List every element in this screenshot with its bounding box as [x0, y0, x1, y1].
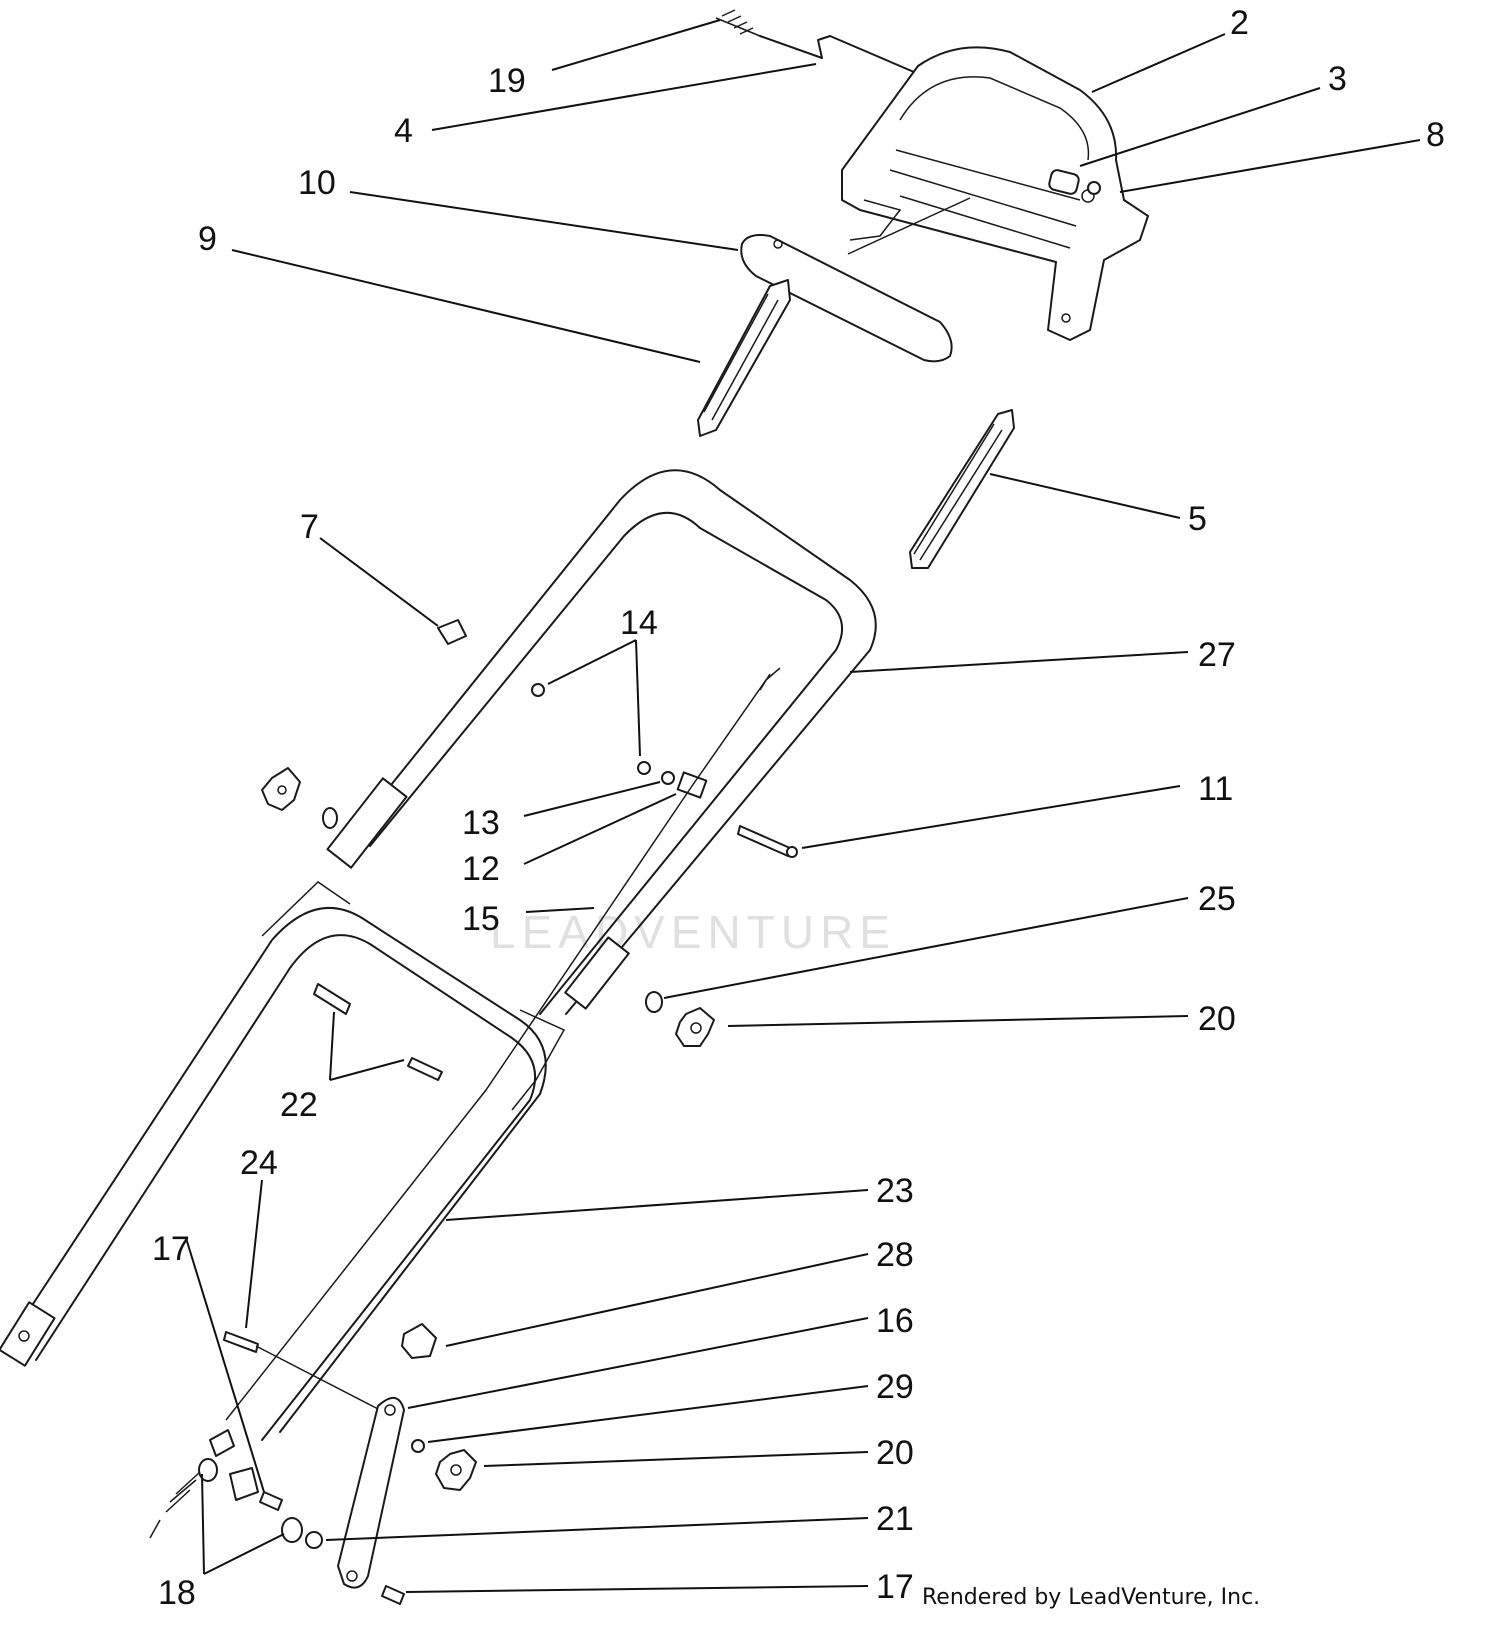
- callout-25: 25: [1198, 880, 1236, 918]
- callout-29: 29: [876, 1368, 914, 1406]
- callout-11: 11: [1198, 770, 1233, 808]
- callout-28: 28: [876, 1236, 914, 1274]
- callout-18: 18: [158, 1574, 196, 1612]
- part-19-spring: [715, 9, 761, 37]
- part-24-bolt: [223, 1331, 381, 1411]
- part-9-grip: [697, 279, 791, 437]
- leader-lines: [185, 19, 1421, 1593]
- part-18-bushing: [198, 1458, 303, 1543]
- callout-20-lower: 20: [876, 1434, 914, 1472]
- part-29-washer: [411, 1439, 425, 1453]
- part-2-handle-housing: [841, 46, 1149, 341]
- part-27-upper-handle: [326, 469, 877, 1015]
- lower-spring: [149, 1429, 259, 1539]
- part-5-grip: [909, 409, 1015, 569]
- callout-17-lower: 17: [876, 1568, 914, 1606]
- callout-10: 10: [298, 164, 336, 202]
- callout-21: 21: [876, 1500, 914, 1538]
- callout-23: 23: [876, 1172, 914, 1210]
- callout-8: 8: [1426, 116, 1445, 154]
- callout-16: 16: [876, 1302, 914, 1340]
- render-credit: Rendered by LeadVenture, Inc.: [922, 1585, 1260, 1610]
- part-7-clip: [437, 619, 467, 645]
- callout-17-upper: 17: [152, 1230, 190, 1268]
- callout-4: 4: [394, 112, 413, 150]
- part-20-knob-lower: [435, 1449, 477, 1491]
- callout-13: 13: [462, 804, 500, 842]
- callout-14: 14: [620, 604, 658, 642]
- part-17-bolt: [259, 1491, 405, 1605]
- part-28-clip: [401, 1323, 437, 1359]
- callout-3: 3: [1328, 60, 1347, 98]
- part-25-washer: [645, 991, 663, 1013]
- part-20-knob-left: [261, 767, 338, 829]
- part-22-bolt: [313, 983, 443, 1081]
- part-8-nut: [1087, 181, 1101, 195]
- part-23-lower-handle: [0, 881, 566, 1441]
- part-13-washer: [661, 771, 675, 785]
- watermark: LEADVENTURE: [490, 906, 896, 958]
- callout-19: 19: [488, 62, 526, 100]
- part-21-washer: [305, 1531, 323, 1549]
- part-16-bracket: [337, 1397, 405, 1589]
- callout-7: 7: [300, 508, 319, 546]
- callout-5: 5: [1188, 500, 1207, 538]
- part-10-bar: [740, 197, 971, 363]
- callout-20-upper: 20: [1198, 1000, 1236, 1038]
- part-14-nut: [531, 683, 651, 775]
- callout-24: 24: [240, 1144, 278, 1182]
- part-11-bolt: [737, 825, 798, 858]
- callout-12: 12: [462, 850, 500, 888]
- part-15-cable: [225, 667, 781, 1421]
- part-3-cylinder: [1048, 169, 1080, 195]
- callout-9: 9: [198, 220, 217, 258]
- part-20-knob-upper: [675, 1007, 715, 1047]
- callout-labels: 2 19 3 4 8 10 9 5 7 14 27 11 13 12 15 25…: [152, 4, 1445, 1612]
- callout-27: 27: [1198, 636, 1236, 674]
- callout-15: 15: [462, 900, 500, 938]
- callout-2: 2: [1230, 4, 1249, 42]
- callout-22: 22: [280, 1086, 318, 1124]
